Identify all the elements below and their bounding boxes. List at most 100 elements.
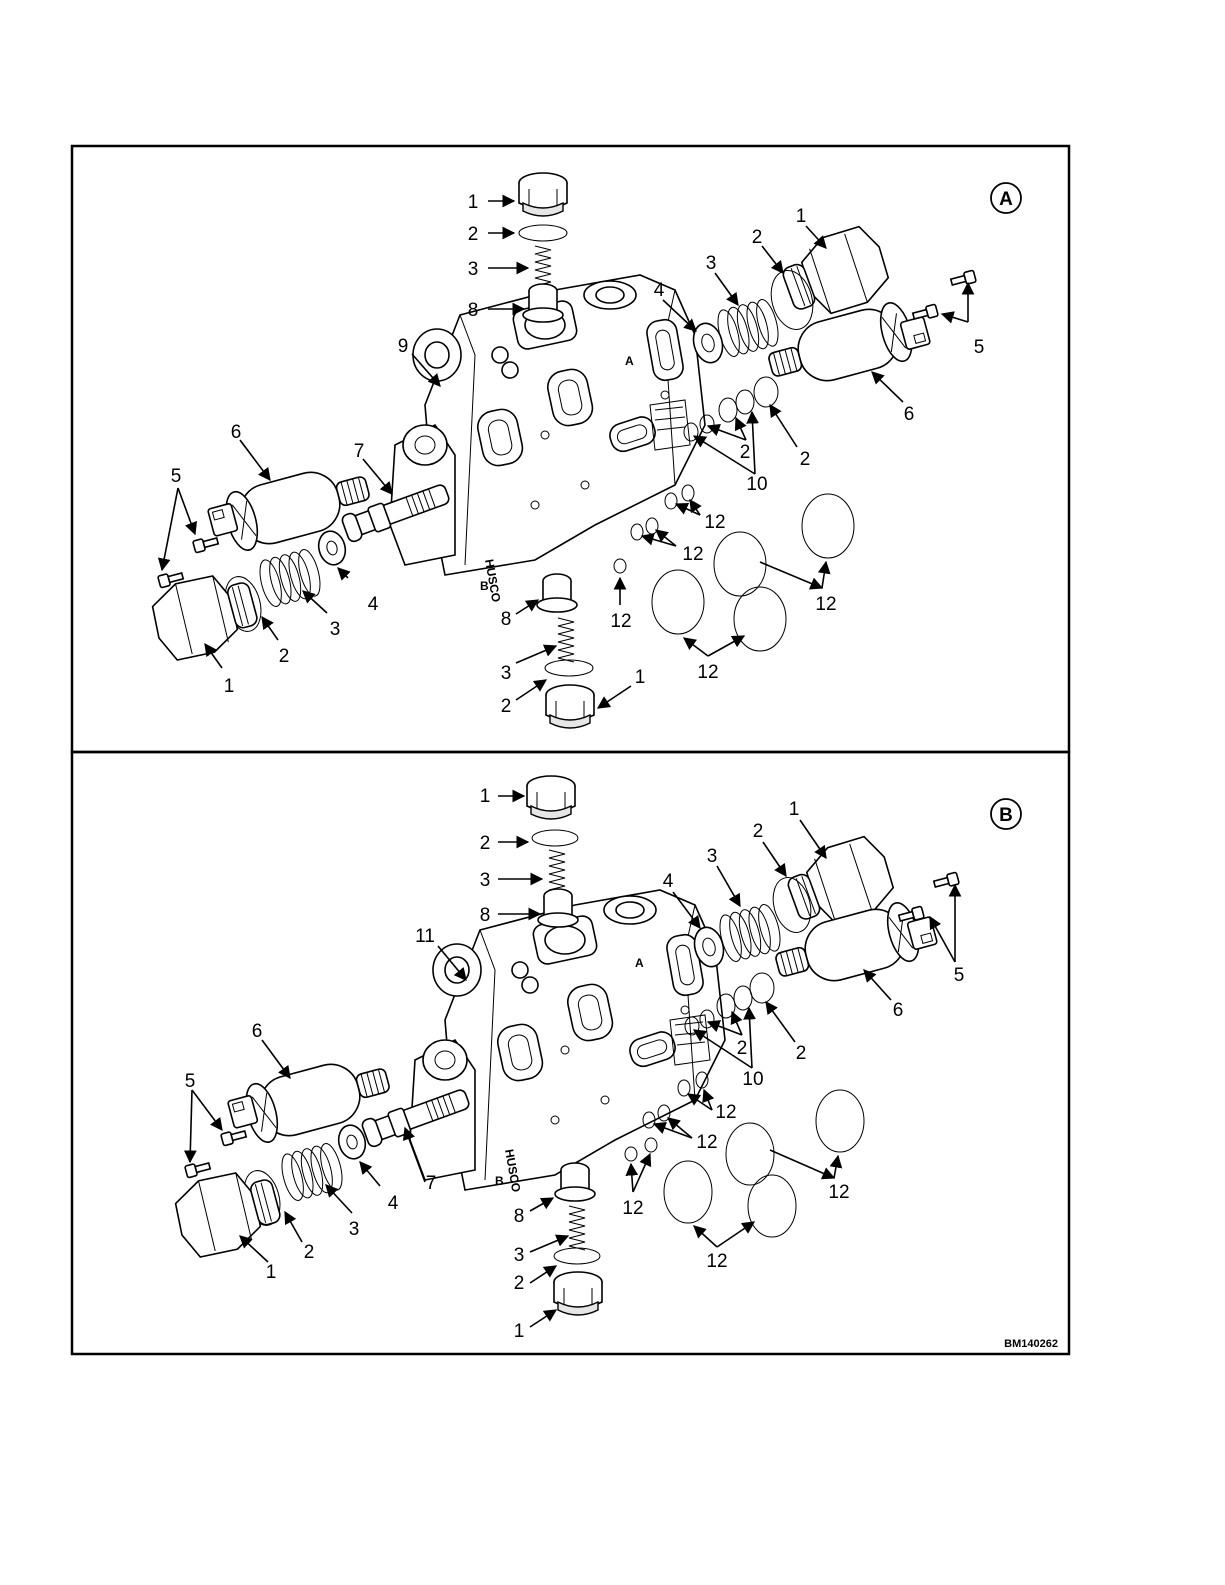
callout-b-26: 12 (828, 1182, 849, 1203)
plug-bottom-b (554, 1272, 602, 1315)
screw-right-1-a (950, 270, 976, 288)
callout-a-19: 12 (682, 544, 703, 565)
poppet-bottom-b (555, 1163, 595, 1201)
plug-top-a (519, 173, 567, 216)
plug-top-b (527, 776, 575, 819)
callout-a-26: 12 (815, 594, 836, 615)
callout-b-12: 6 (252, 1021, 263, 1042)
oring-bottom-b (554, 1248, 600, 1264)
oring-bottom-a (545, 660, 593, 676)
callout-a-27: 12 (697, 662, 718, 683)
spring-top-b (549, 850, 565, 894)
oring-10a-5 (754, 377, 778, 407)
callout-a-07: 3 (706, 253, 717, 274)
figure-id: BM140262 (1004, 1338, 1058, 1350)
poppet-top-a (523, 284, 563, 322)
callout-a-12: 6 (231, 422, 242, 443)
oring-10a-3 (719, 398, 737, 422)
callout-a-14: 5 (171, 466, 182, 487)
panel-a-letter: A (999, 189, 1013, 210)
oring-12a-4 (646, 518, 658, 534)
solenoid-left-a (205, 458, 375, 557)
callout-a-10: 5 (974, 337, 985, 358)
spring-right-a (714, 297, 782, 358)
callout-a-02: 2 (468, 224, 479, 245)
callout-b-10: 5 (954, 965, 965, 986)
spring-left-a (256, 547, 324, 608)
oring-12b-5 (625, 1147, 637, 1161)
panel-a: A HUSCO A B (147, 173, 1021, 728)
callout-b-17: 10 (742, 1069, 763, 1090)
oring-10a-4 (736, 390, 754, 414)
callout-b-16: 2 (796, 1043, 807, 1064)
emboss-port-b-b: B (495, 1174, 504, 1188)
callout-b-18: 12 (715, 1102, 736, 1123)
callout-b-15: 2 (737, 1038, 748, 1059)
solenoid-right-a (763, 295, 933, 394)
oring-12a-9 (734, 587, 786, 651)
callout-b-04: 8 (480, 905, 491, 926)
callout-a-11: 6 (904, 404, 915, 425)
callout-a-13: 7 (354, 441, 365, 462)
oring-12a-2 (682, 485, 694, 501)
callout-a-28: 3 (501, 663, 512, 684)
callout-a-30: 1 (635, 667, 646, 688)
callout-b-13: 5 (185, 1071, 196, 1092)
washer-left-a (315, 528, 349, 568)
screw-left-1-a (193, 535, 219, 553)
oring-10b-5 (750, 973, 774, 1003)
oring-12b-6 (645, 1138, 657, 1152)
callout-a-29: 2 (501, 696, 512, 717)
callout-b-08: 2 (753, 821, 764, 842)
callout-b-29: 2 (514, 1273, 525, 1294)
callout-b-07: 3 (707, 846, 718, 867)
callout-b-01: 1 (480, 786, 491, 807)
callout-a-22: 2 (279, 646, 290, 667)
callout-b-20: 4 (388, 1193, 399, 1214)
oring-12a-7 (714, 532, 766, 596)
spring-bottom-a (558, 618, 574, 662)
callout-b-30: 1 (514, 1321, 525, 1342)
callout-a-09: 1 (796, 206, 807, 227)
oring-12b-10 (748, 1175, 796, 1237)
screw-right-2-a (912, 304, 938, 322)
callout-b-02: 2 (480, 833, 491, 854)
callout-b-23: 1 (266, 1262, 277, 1283)
callout-a-03: 3 (468, 259, 479, 280)
callout-b-22: 2 (304, 1242, 315, 1263)
emboss-port-b: A (635, 956, 644, 970)
panel-b: B HUSCO A B (170, 776, 1058, 1350)
oring-12a-5 (614, 559, 626, 573)
callout-a-16: 2 (800, 449, 811, 470)
callout-b-09: 1 (789, 799, 800, 820)
oring-12a-1 (665, 493, 677, 509)
screw-left-2-b (185, 1160, 211, 1178)
callout-b-06: 4 (663, 871, 674, 892)
screw-left-1-b (221, 1128, 247, 1146)
callout-b-05: 11 (415, 926, 435, 947)
callout-b-24: 8 (514, 1206, 525, 1227)
callout-b-19: 12 (696, 1132, 717, 1153)
callout-b-03: 3 (480, 870, 491, 891)
callout-a-17: 10 (746, 474, 767, 495)
oring-12a-8 (652, 570, 704, 634)
callout-a-25: 12 (610, 611, 631, 632)
callout-b-11: 6 (893, 1000, 904, 1021)
callout-a-24: 8 (501, 609, 512, 630)
oring-10b-4 (734, 986, 752, 1010)
oring-top-b (532, 830, 578, 846)
callout-a-06: 4 (654, 280, 665, 301)
spring-right-b (716, 902, 784, 963)
callout-a-15: 2 (740, 442, 751, 463)
hex-plug-left-b (170, 1163, 286, 1262)
callout-b-21: 3 (349, 1219, 360, 1240)
oring-12b-7 (816, 1090, 864, 1152)
callout-b-14: 7 (426, 1173, 437, 1194)
poppet-top-b (538, 889, 578, 927)
spring-bottom-b (569, 1206, 585, 1250)
callout-a-01: 1 (468, 192, 479, 213)
callout-a-04: 8 (468, 300, 479, 321)
panel-b-letter: B (999, 805, 1013, 826)
callout-a-08: 2 (752, 227, 763, 248)
